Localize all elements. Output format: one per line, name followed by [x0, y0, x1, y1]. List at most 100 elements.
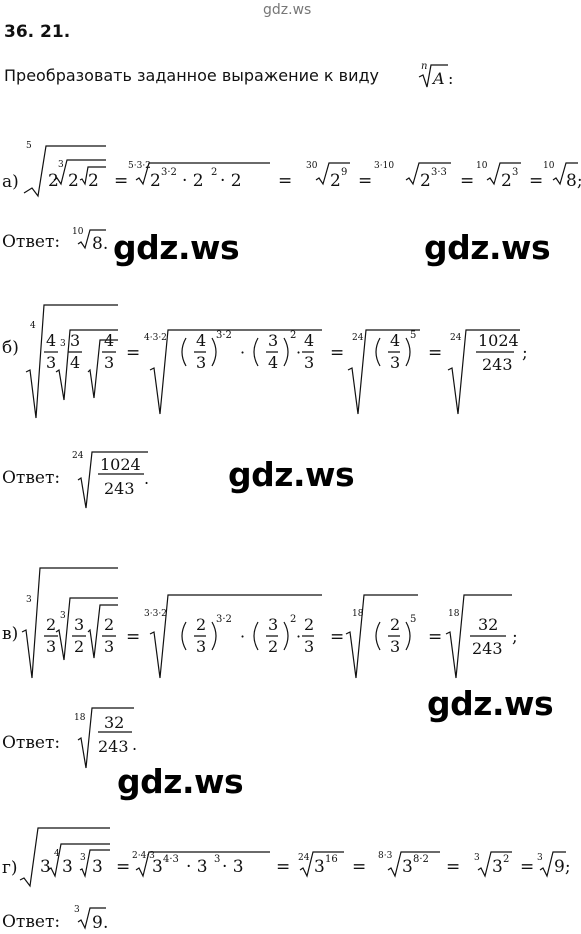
svg-text:4: 4	[46, 331, 56, 350]
svg-text:· 2: · 2	[182, 171, 204, 191]
svg-text:3: 3	[474, 853, 480, 863]
root-index-n: n	[421, 61, 427, 72]
svg-text:5·3·2: 5·3·2	[128, 161, 151, 171]
svg-text:4: 4	[268, 353, 278, 372]
svg-text:2·4·3: 2·4·3	[132, 851, 155, 861]
svg-text:· 3: · 3	[222, 857, 244, 877]
svg-text:3: 3	[512, 167, 518, 178]
svg-text:8.: 8.	[92, 234, 108, 254]
svg-text:2: 2	[290, 614, 296, 625]
svg-text:243: 243	[482, 355, 513, 374]
svg-text:=: =	[446, 857, 460, 877]
svg-text:10: 10	[476, 161, 488, 171]
item-c-answer-den: 243	[98, 737, 129, 756]
svg-text:=: =	[126, 627, 140, 647]
svg-text:=: =	[529, 171, 543, 191]
svg-text:3: 3	[390, 637, 400, 656]
svg-text:·: ·	[296, 343, 301, 362]
svg-text:=: =	[428, 627, 442, 647]
svg-text:4: 4	[30, 321, 36, 331]
item-b-answer-label: Ответ:	[2, 468, 61, 488]
svg-text:3: 3	[58, 160, 64, 170]
svg-text:· 3: · 3	[186, 857, 208, 877]
svg-text:3: 3	[268, 615, 278, 634]
svg-text:2: 2	[88, 171, 99, 191]
svg-text:2: 2	[420, 171, 431, 191]
svg-text:3: 3	[46, 353, 56, 372]
svg-text:2: 2	[330, 171, 341, 191]
svg-text:3: 3	[402, 857, 413, 877]
item-d-answer-index: 3	[74, 905, 80, 915]
svg-text:2: 2	[390, 615, 400, 634]
svg-text:4: 4	[196, 331, 206, 350]
svg-text:3·3: 3·3	[431, 167, 447, 178]
svg-text:=: =	[126, 343, 140, 363]
task-number: 36. 21.	[4, 22, 71, 42]
svg-text:=: =	[330, 343, 344, 363]
svg-text:1024: 1024	[478, 331, 519, 350]
svg-text:5: 5	[410, 330, 416, 341]
svg-text:2: 2	[196, 615, 206, 634]
watermark: gdz.ws	[424, 228, 551, 267]
item-d-answer-radicand: 9	[92, 913, 103, 933]
svg-text:9: 9	[341, 167, 347, 178]
svg-text:3: 3	[214, 854, 220, 865]
svg-text:=: =	[276, 857, 290, 877]
svg-text:2: 2	[48, 171, 59, 191]
svg-text:9;: 9;	[554, 857, 571, 877]
svg-text:4: 4	[104, 331, 114, 350]
svg-text:.: .	[144, 469, 149, 488]
item-b-answer-num: 1024	[100, 455, 141, 474]
svg-text:3·10: 3·10	[374, 161, 394, 171]
item-b-equation: 4 43 3 34 43 = 4·3·2 43 3·2 · 34 2 · 43 …	[25, 304, 528, 419]
watermark-top: gdz.ws	[263, 2, 312, 18]
svg-text:24: 24	[450, 333, 462, 343]
svg-text:3: 3	[196, 637, 206, 656]
item-c-answer-index: 18	[74, 713, 86, 723]
svg-text:3: 3	[92, 857, 103, 877]
svg-text:10: 10	[543, 161, 555, 171]
svg-text:5: 5	[26, 141, 32, 151]
item-b-answer-den: 243	[104, 479, 135, 498]
svg-text:·: ·	[296, 627, 301, 646]
svg-text:3: 3	[537, 853, 543, 863]
svg-text:3: 3	[62, 857, 73, 877]
svg-text:32: 32	[478, 615, 498, 634]
svg-text:4: 4	[54, 849, 60, 859]
item-d-answer-label: Ответ:	[2, 912, 61, 932]
svg-text:24: 24	[352, 333, 364, 343]
svg-text:4: 4	[304, 331, 314, 350]
svg-text:2: 2	[290, 330, 296, 341]
item-d-equation: 3 4 3 3 3 = 2·4·3 3 4·3 · 3 3 · 3 = 24 3…	[19, 827, 571, 888]
item-c-equation: 3 23 3 32 23 = 3·3·2 23 3·2 · 32 2 · 23 …	[21, 567, 518, 679]
item-c-answer: 18 32 243 .	[74, 707, 137, 769]
item-c-answer-num: 32	[104, 713, 124, 732]
svg-text:=: =	[116, 857, 130, 877]
svg-text:·: ·	[240, 343, 245, 362]
svg-text:8·3: 8·3	[378, 851, 393, 861]
svg-text:2: 2	[503, 854, 509, 865]
svg-text:.: .	[103, 913, 108, 933]
item-b-answer-index: 24	[72, 451, 84, 461]
svg-text:.: .	[132, 735, 137, 754]
svg-text:3: 3	[304, 353, 314, 372]
svg-text:3·2: 3·2	[216, 614, 232, 625]
svg-text:30: 30	[306, 161, 318, 171]
svg-text:3: 3	[314, 857, 325, 877]
watermark: gdz.ws	[228, 455, 355, 494]
svg-text:3: 3	[304, 637, 314, 656]
root-radicand-a: A	[431, 69, 445, 88]
item-a-equation: 5 2 3 2 2 = 5·3·2 2 3·2 · 2 2 · 2 = 30 2…	[23, 141, 581, 198]
svg-text:10: 10	[72, 227, 84, 237]
svg-text:2: 2	[150, 171, 161, 191]
svg-text:5: 5	[410, 614, 416, 625]
svg-text:16: 16	[325, 854, 338, 865]
item-c-answer-label: Ответ:	[2, 733, 61, 753]
svg-text:3: 3	[46, 637, 56, 656]
svg-text:3: 3	[60, 611, 66, 621]
svg-text:=: =	[330, 627, 344, 647]
svg-text:3·2: 3·2	[216, 330, 232, 341]
svg-text:3: 3	[390, 353, 400, 372]
svg-text:2: 2	[268, 637, 278, 656]
item-a-answer: 10 8.	[72, 227, 108, 254]
